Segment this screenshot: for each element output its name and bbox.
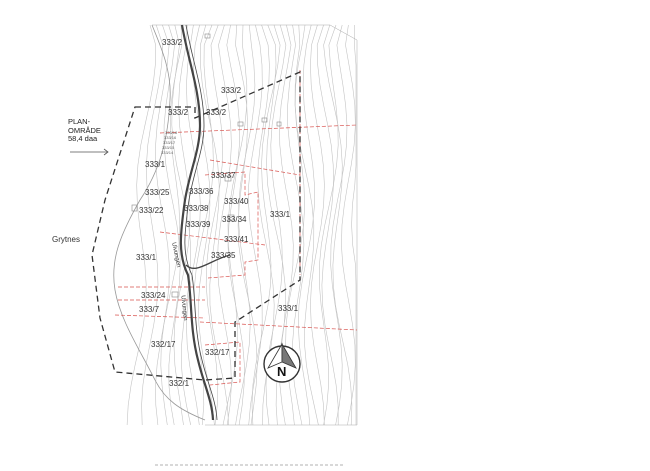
- contour-line: [173, 24, 191, 426]
- contour-line: [226, 24, 245, 426]
- contour-line: [163, 24, 181, 426]
- contour-lines: [126, 24, 357, 426]
- parcel-label: 332/1: [169, 379, 190, 388]
- plan-label-area: 58,4 daa: [68, 134, 98, 144]
- contour-line: [141, 24, 164, 426]
- small-parcel-label: 333/18: [165, 130, 178, 135]
- parcel-label: 333/41: [224, 235, 249, 244]
- buildings: [131, 33, 282, 298]
- contour-line: [160, 24, 183, 426]
- parcel-label: 333/34: [222, 215, 247, 224]
- contour-line: [297, 24, 315, 426]
- parcel-label: 333/38: [184, 204, 209, 213]
- parcel-label: 333/39: [186, 220, 211, 229]
- plan-label-arrow: [70, 148, 109, 156]
- parcel-label: 333/1: [278, 304, 299, 313]
- map-edge: [152, 24, 358, 426]
- contour-line: [323, 24, 353, 426]
- parcel-label: 333/2: [206, 108, 227, 117]
- parcel-label: 333/37: [211, 171, 236, 180]
- parcel-label: 332/17: [151, 340, 176, 349]
- coastline: [113, 24, 206, 421]
- parcel-label: 333/22: [139, 206, 164, 215]
- contour-line: [235, 24, 256, 426]
- contour-line: [351, 24, 357, 425]
- contour-line: [193, 24, 215, 426]
- parcel-label: 333/1: [270, 210, 291, 219]
- small-parcel-label: 333/16: [164, 135, 177, 140]
- parcel-label: 333/2: [162, 38, 183, 47]
- contour-line: [199, 24, 229, 426]
- parcel-label: 333/40: [224, 197, 249, 206]
- plan-label-line2: OMRÅDE: [68, 125, 101, 135]
- plan-area-label: PLAN- OMRÅDE 58,4 daa: [68, 117, 101, 144]
- contour-line: [316, 24, 339, 426]
- contour-line: [155, 24, 170, 426]
- parcel-label: 333/1: [145, 160, 166, 169]
- plan-area-border: [91, 71, 301, 381]
- small-parcel-label: 333/15: [162, 145, 175, 150]
- contour-line: [330, 24, 348, 426]
- contour-line: [217, 24, 232, 426]
- small-parcel-label: 333/14: [161, 150, 174, 155]
- parcel-label: 333/25: [145, 188, 170, 197]
- parcel-label: 333/7: [139, 305, 160, 314]
- contour-line: [222, 24, 248, 426]
- parcel-label: 333/36: [189, 187, 214, 196]
- plan-label-line1: PLAN-: [68, 117, 91, 126]
- contour-line: [126, 24, 157, 426]
- north-arrow-letter: N: [277, 364, 287, 379]
- parcel-label: 333/1: [136, 253, 157, 262]
- parcel-label: 333/2: [221, 86, 242, 95]
- contour-line: [186, 24, 201, 426]
- north-arrow-icon: [263, 342, 301, 383]
- road: [179, 24, 231, 421]
- parcel-label: 332/17: [205, 348, 230, 357]
- contour-line: [310, 24, 325, 426]
- contour-line: [319, 24, 339, 426]
- place-name: Grytnes: [52, 235, 81, 244]
- parcel-label: 333/24: [141, 291, 166, 300]
- contour-line: [205, 24, 223, 426]
- small-parcel-label: 333/17: [163, 140, 176, 145]
- parcel-label: 333/35: [211, 251, 236, 260]
- contour-line: [251, 24, 281, 426]
- contour-line: [341, 24, 356, 426]
- contour-line: [194, 24, 214, 426]
- contour-line: [294, 24, 319, 426]
- parcel-label: 333/2: [168, 108, 189, 117]
- contour-line: [171, 24, 191, 426]
- contour-line: [248, 24, 263, 426]
